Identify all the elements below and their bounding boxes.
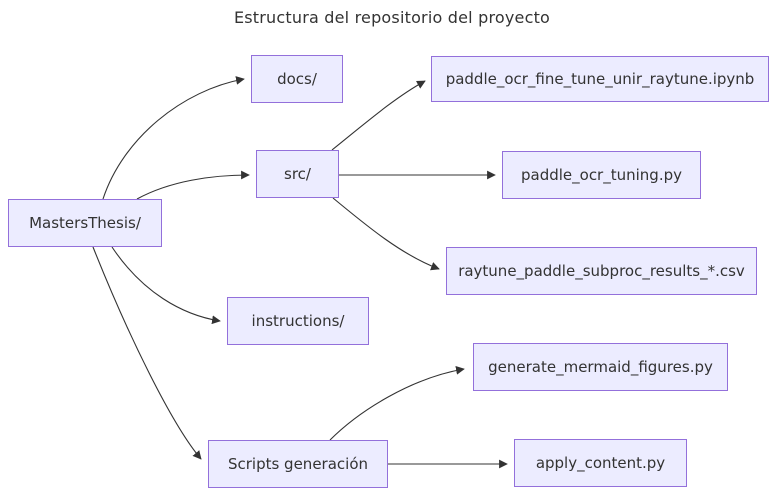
node-scripts-generacion-label: Scripts generación — [227, 455, 369, 473]
node-src-label: src/ — [284, 165, 311, 183]
diagram-title: Estructura del repositorio del proyecto — [233, 8, 551, 27]
node-docs-label: docs/ — [277, 70, 317, 88]
edge-mastersthesis-scripts — [92, 246, 202, 460]
node-scripts-generacion: Scripts generación — [208, 440, 388, 488]
node-generate-mermaid-figures-py-label: generate_mermaid_figures.py — [488, 358, 713, 376]
node-docs: docs/ — [251, 55, 343, 103]
node-src: src/ — [256, 150, 339, 198]
node-mastersthesis: MastersThesis/ — [8, 199, 162, 247]
node-paddle-ocr-fine-tune-ipynb: paddle_ocr_fine_tune_unir_raytune.ipynb — [431, 56, 769, 102]
node-raytune-results-csv-label: raytune_paddle_subproc_results_*.csv — [458, 262, 745, 280]
edge-mastersthesis-src — [136, 170, 250, 200]
node-paddle-ocr-fine-tune-ipynb-label: paddle_ocr_fine_tune_unir_raytune.ipynb — [445, 70, 755, 88]
edge-src-csv — [332, 197, 440, 271]
edge-mastersthesis-docs — [102, 76, 245, 200]
node-instructions: instructions/ — [227, 297, 369, 345]
node-generate-mermaid-figures-py: generate_mermaid_figures.py — [473, 343, 728, 391]
edge-src-ipynb — [331, 80, 426, 151]
node-raytune-results-csv: raytune_paddle_subproc_results_*.csv — [446, 247, 757, 295]
edge-scripts-generate — [329, 366, 465, 441]
node-paddle-ocr-tuning-py-label: paddle_ocr_tuning.py — [520, 166, 682, 184]
node-paddle-ocr-tuning-py: paddle_ocr_tuning.py — [502, 151, 701, 199]
node-apply-content-py-label: apply_content.py — [535, 454, 666, 472]
node-mastersthesis-label: MastersThesis/ — [29, 214, 141, 232]
edge-mastersthesis-instructions — [111, 246, 221, 325]
node-apply-content-py: apply_content.py — [514, 439, 687, 487]
node-instructions-label: instructions/ — [251, 312, 345, 330]
